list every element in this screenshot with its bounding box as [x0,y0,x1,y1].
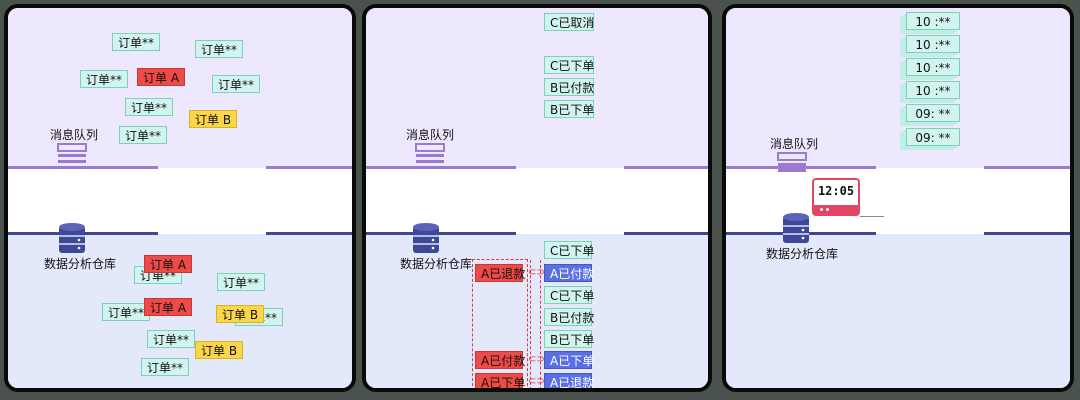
warehouse-label: 数据分析仓库 [44,257,117,271]
merged-event-tag: A已付款 [475,351,525,369]
warehouse-label: 数据分析仓库 [766,247,839,261]
warehouse-line-right [266,232,352,235]
order-tag: 订单** [125,98,174,116]
event-tag-a: A已下单 [544,351,594,369]
order-tag: 订单** [195,40,244,58]
order-tag: 订单** [147,330,196,348]
queue-line-right [624,166,708,169]
queue-line-left [726,166,876,169]
event-tag: B已付款 [544,308,594,326]
queue-label: 消息队列 [50,128,99,142]
queue-icon [57,143,87,163]
merged-event-tag: A已下单 [475,373,525,388]
warehouse-line-right [984,232,1070,235]
batched-tag: 10 :** [906,58,960,76]
clock-time: 12:05 [817,184,855,198]
event-tag-a: A已退款 [544,373,594,388]
panel-unordered-orders: 订单** 订单** 订单** 订单 A 订单** 订单** 订单 B 订单** … [4,4,356,392]
clock-stand [860,216,884,217]
warehouse-line-left [366,232,516,235]
order-tag: 订单** [112,33,161,51]
queue-zone [366,8,708,168]
order-tag: 订单** [212,75,261,93]
queue-line-right [984,166,1070,169]
queue-label: 消息队列 [770,137,819,151]
database-icon [413,223,439,253]
batched-tag: 09: ** [906,128,960,146]
event-tag-a: A已付款 [544,264,594,282]
order-tag-a: 订单 A [144,255,193,273]
order-tag: 订单** [102,303,151,321]
queue-line-left [8,166,158,169]
queue-icon [415,143,445,163]
event-tag: B已下单 [544,100,594,118]
event-tag: B已付款 [544,78,594,96]
order-tag-a: 订单 A [137,68,186,86]
order-tag-b: 订单 B [216,305,265,323]
event-tag: B已下单 [544,330,594,348]
event-tag: C已取消 [544,13,594,31]
queue-zone [726,8,1070,168]
link-icon: ⊂⊃ [528,376,545,387]
link-icon: ⊂⊃ [528,267,545,278]
batched-tag: 09: ** [906,104,960,122]
queue-icon [777,152,807,172]
order-tag: 订单** [80,70,129,88]
clock-icon: 12:05 [812,178,860,216]
order-tag-a: 订单 A [144,298,193,316]
order-tag: 订单** [119,126,168,144]
queue-label: 消息队列 [406,128,455,142]
panel-batch-window: 10 :** 10 :** 10 :** 10 :** 09: ** 09: *… [722,4,1074,392]
connector-line [530,260,531,388]
link-icon: ⊂⊃ [528,354,545,365]
batched-tag: 10 :** [906,81,960,99]
batched-tag: 10 :** [906,12,960,30]
event-tag: C已下单 [544,56,594,74]
batched-tag: 10 :** [906,35,960,53]
order-tag-b: 订单 B [195,341,244,359]
warehouse-label: 数据分析仓库 [400,257,473,271]
warehouse-zone [726,234,1070,388]
aggregation-box [472,259,528,388]
clock-dot [826,208,829,211]
queue-zone [8,8,352,168]
order-tag: 订单** [217,273,266,291]
warehouse-line-right [624,232,708,235]
panel-ordered-events: C已取消 C已下单 B已付款 B已下单 消息队列 数据分析仓库 A已退款 A已付… [362,4,712,392]
clock-dot [820,208,823,211]
event-tag: C已下单 [544,241,594,259]
event-tag: C已下单 [544,286,594,304]
connector-line [540,260,541,388]
queue-line-right [266,166,352,169]
warehouse-zone [366,234,708,388]
order-tag-b: 订单 B [189,110,238,128]
clock-base [814,205,858,214]
queue-line-left [366,166,516,169]
database-icon [783,213,809,243]
order-tag: 订单** [141,358,190,376]
merged-event-tag: A已退款 [475,264,525,282]
database-icon [59,223,85,253]
